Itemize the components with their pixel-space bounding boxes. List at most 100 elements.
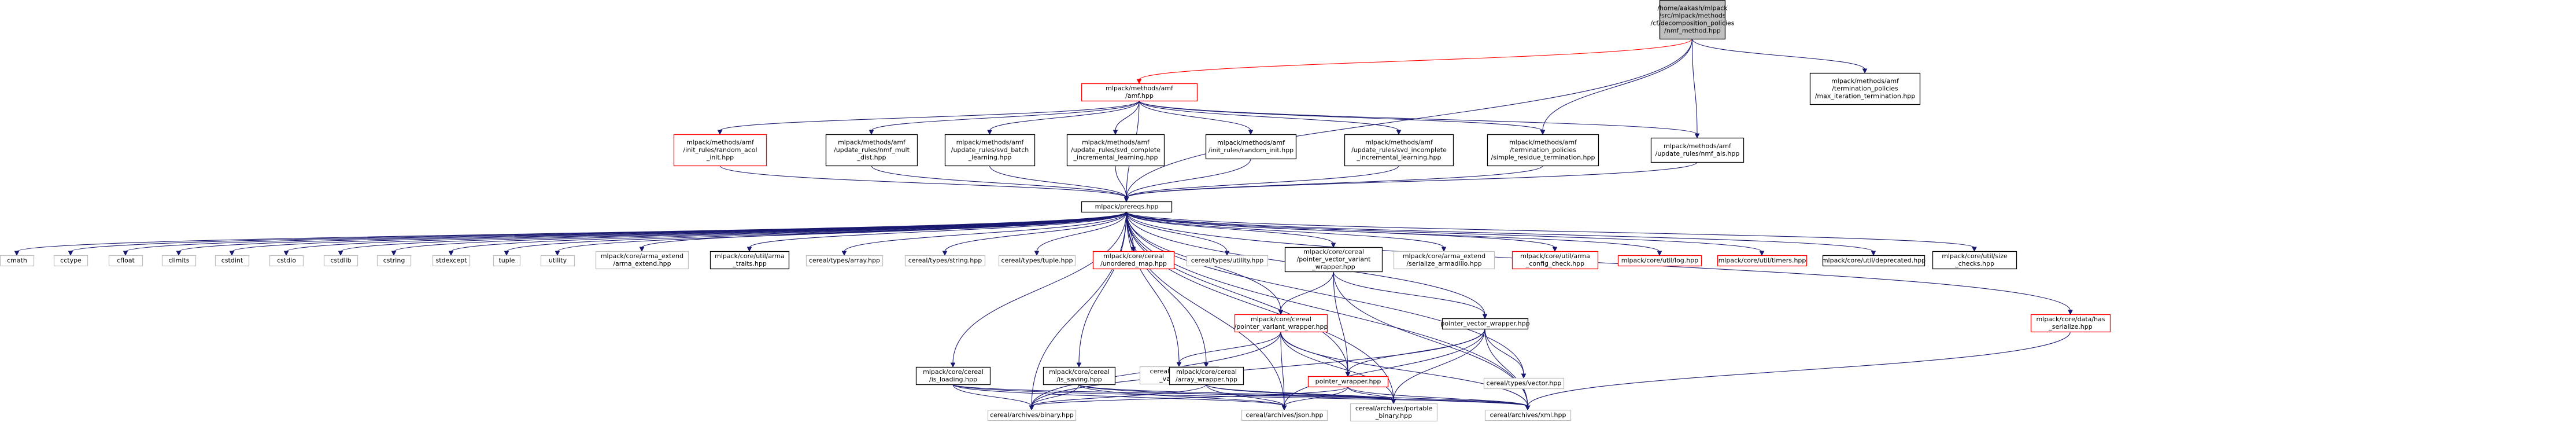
edge-arrowhead-pointer_vector-to-pointer_wrapper xyxy=(1345,372,1351,377)
node-max_iter-label-line-0: mlpack/methods/amf xyxy=(1831,78,1899,85)
node-array_wrapper[interactable]: mlpack/core/cereal/array_wrapper.hpp xyxy=(1169,366,1244,385)
edge-array_wrapper-to-json xyxy=(1206,384,1285,407)
node-pvw_variant[interactable]: mlpack/core/cereal/pointer_vector_varian… xyxy=(1284,247,1383,273)
edge-arrowhead-prereqs-to-array_wrapper xyxy=(1203,362,1209,368)
edge-prereqs-to-stdexcept xyxy=(450,211,1127,252)
edge-prereqs-to-deprecated xyxy=(1126,211,1874,252)
node-array_wrapper-box xyxy=(1169,366,1244,385)
node-cstdio-box xyxy=(269,255,304,267)
node-amf[interactable]: mlpack/methods/amf/amf.hpp xyxy=(1081,83,1198,102)
node-arma_traits[interactable]: mlpack/core/util/arma_traits.hpp xyxy=(709,251,790,270)
edge-pointer_wrapper-to-xml xyxy=(1347,386,1528,407)
node-root-label-line-0: /home/aakash/mlpack xyxy=(1657,5,1728,12)
edge-arrowhead-array_wrapper-to-json xyxy=(1281,405,1287,411)
edge-prereqs-to-pointer_wrapper xyxy=(1126,211,1348,373)
node-svd_batch-label-line-1: /update_rules/svd_batch xyxy=(951,146,1029,154)
node-json-box xyxy=(1241,409,1328,421)
edge-arrowhead-prereqs-to-types_tuple xyxy=(1034,251,1040,256)
edge-prereqs-to-boost_variant xyxy=(1126,211,1180,363)
node-is_saving-label-line-1: /is_saving.hpp xyxy=(1056,376,1102,383)
node-log-box xyxy=(1617,255,1702,267)
node-array_wrapper-label-line-0: mlpack/core/cereal xyxy=(1176,368,1237,376)
edge-amf-to-svd_complete xyxy=(1115,100,1140,131)
node-types_tuple-box xyxy=(998,255,1076,267)
edge-nmf_mult-to-prereqs xyxy=(871,165,1127,199)
node-deprecated[interactable]: mlpack/core/util/deprecated.hpp xyxy=(1822,255,1925,267)
edge-arrowhead-amf-to-nmf_mult xyxy=(868,130,874,135)
node-nmf_als[interactable]: mlpack/methods/amf/update_rules/nmf_als.… xyxy=(1650,137,1745,163)
edge-arrowhead-prereqs-to-pvw_variant xyxy=(1330,243,1336,248)
node-log[interactable]: mlpack/core/util/log.hpp xyxy=(1617,255,1702,267)
node-pointer_wrapper[interactable]: pointer_wrapper.hpp xyxy=(1307,376,1389,388)
node-nmf_mult[interactable]: mlpack/methods/amf/update_rules/nmf_mult… xyxy=(825,134,918,167)
edge-prereqs-to-log xyxy=(1126,211,1660,252)
node-root-label-line-3: /nmf_method.hpp xyxy=(1664,27,1721,35)
node-is_loading[interactable]: mlpack/core/cereal/is_loading.hpp xyxy=(915,366,991,385)
node-svd_batch-label-line-0: mlpack/methods/amf xyxy=(956,139,1025,146)
edge-arrowhead-prereqs-to-timers xyxy=(1759,251,1765,256)
node-pointer_wrapper-label-line-0: pointer_wrapper.hpp xyxy=(1315,378,1381,385)
edge-prereqs-to-pvw_variant xyxy=(1126,211,1334,244)
node-arma_traits-box xyxy=(709,251,790,270)
edge-arrowhead-prereqs-to-cfloat xyxy=(123,251,128,256)
edge-pvw_variant-to-pointer_variant xyxy=(1280,271,1334,311)
node-svd_batch[interactable]: mlpack/methods/amf/update_rules/svd_batc… xyxy=(944,134,1036,167)
node-svd_complete-label-line-2: _incremental_learning.hpp xyxy=(1073,154,1158,161)
node-timers[interactable]: mlpack/core/util/timers.hpp xyxy=(1717,255,1808,267)
node-pointer_vector[interactable]: pointer_vector_wrapper.hpp xyxy=(1440,318,1530,330)
edge-prereqs-to-types_utility xyxy=(1126,211,1228,252)
node-has_serialize[interactable]: mlpack/core/data/has_serialize.hpp xyxy=(2030,314,2111,333)
node-types_array-label-line-0: cereal/types/array.hpp xyxy=(809,257,880,265)
edge-arrowhead-prereqs-to-has_serialize xyxy=(2068,310,2073,315)
node-arma_extend-label-line-0: mlpack/core/arma_extend xyxy=(601,252,683,260)
edge-random_acol-to-prereqs xyxy=(719,165,1127,199)
node-random_acol[interactable]: mlpack/methods/amf/init_rules/random_aco… xyxy=(673,134,767,167)
node-cfloat-box xyxy=(108,255,143,267)
node-deprecated-label-line-0: mlpack/core/util/deprecated.hpp xyxy=(1822,257,1925,265)
node-size_checks-label-line-0: mlpack/core/util/size xyxy=(1942,252,2008,260)
edge-random_init-to-prereqs xyxy=(1126,158,1251,199)
node-prereqs[interactable]: mlpack/prereqs.hpp xyxy=(1081,201,1173,213)
edge-prereqs-to-timers xyxy=(1126,211,1762,252)
node-types_array-box xyxy=(805,255,884,267)
node-simple_residue-box xyxy=(1487,134,1599,167)
edge-amf-to-svd_incomplete xyxy=(1139,100,1399,131)
node-svd_incomplete[interactable]: mlpack/methods/amf/update_rules/svd_inco… xyxy=(1344,134,1454,167)
node-cstdint-label-line-0: cstdint xyxy=(221,257,243,265)
edge-svd_complete-to-prereqs xyxy=(1115,165,1127,199)
edge-arrowhead-prereqs-to-tuple xyxy=(504,251,509,256)
node-svd_complete-label-line-0: mlpack/methods/amf xyxy=(1082,139,1150,146)
edge-arrowhead-prereqs-to-is_saving xyxy=(1076,362,1082,368)
edge-arrowhead-amf-to-svd_batch xyxy=(987,130,992,135)
node-stdexcept-label-line-0: stdexcept xyxy=(435,257,467,265)
node-utility-box xyxy=(540,255,575,267)
edge-arrowhead-pvw_variant-to-pointer_vector xyxy=(1482,314,1488,320)
edge-prereqs-to-types_string xyxy=(944,211,1127,252)
node-size_checks[interactable]: mlpack/core/util/size_checks.hpp xyxy=(1932,251,2017,270)
node-simple_residue[interactable]: mlpack/methods/amf/termination_policies/… xyxy=(1487,134,1599,167)
edge-nmf_als-to-prereqs xyxy=(1126,161,1698,199)
edge-prereqs-to-types_array xyxy=(844,211,1127,252)
node-types_string-label-line-0: cereal/types/string.hpp xyxy=(908,257,982,265)
edge-prereqs-to-types_vector xyxy=(1126,211,1524,375)
node-is_saving[interactable]: mlpack/core/cereal/is_saving.hpp xyxy=(1043,366,1116,385)
edge-prereqs-to-xml xyxy=(1126,211,1528,407)
edge-prereqs-to-is_saving xyxy=(1078,211,1127,364)
node-binary-label-line-0: cereal/archives/binary.hpp xyxy=(990,412,1074,419)
edge-pointer_variant-to-portable_binary xyxy=(1280,331,1394,401)
node-random_acol-label-line-0: mlpack/methods/amf xyxy=(686,139,755,146)
node-unordered_map[interactable]: mlpack/core/cereal/unordered_map.hpp xyxy=(1092,251,1175,270)
node-max_iter[interactable]: mlpack/methods/amf/termination_policies/… xyxy=(1809,72,1921,105)
edge-arrowhead-prereqs-to-utility xyxy=(555,251,560,256)
node-svd_complete[interactable]: mlpack/methods/amf/update_rules/svd_comp… xyxy=(1066,134,1165,167)
edge-prereqs-to-binary xyxy=(1031,211,1127,407)
node-pointer_variant-box xyxy=(1234,314,1328,333)
node-tuple-box xyxy=(493,255,521,267)
edge-arrowhead-amf-to-random_init xyxy=(1248,130,1254,135)
node-size_checks-box xyxy=(1932,251,2017,270)
node-random_init[interactable]: mlpack/methods/amf/init_rules/random_ini… xyxy=(1205,134,1297,160)
edge-prereqs-to-cmath xyxy=(16,211,1127,252)
node-arma_config[interactable]: mlpack/core/util/arma_config_check.hpp xyxy=(1511,251,1599,270)
node-utility: utility xyxy=(540,255,575,267)
node-pointer_variant[interactable]: mlpack/core/cereal/pointer_variant_wrapp… xyxy=(1234,314,1328,333)
